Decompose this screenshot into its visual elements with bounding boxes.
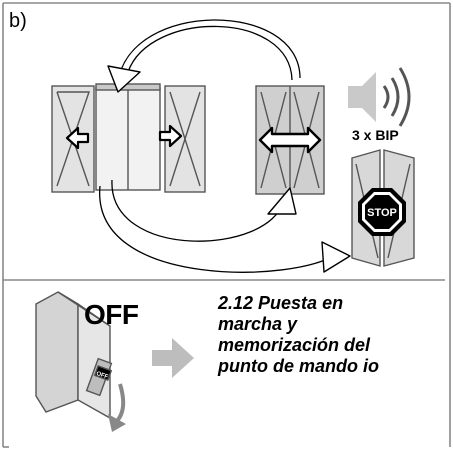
gate-open-left (51, 83, 206, 193)
caption-line: memorización del (218, 335, 371, 355)
curved-arrow-icon (99, 19, 337, 273)
sound-wave-icon (382, 67, 411, 127)
left-arrow-icon (65, 126, 90, 150)
caption-line: marcha y (218, 314, 298, 334)
right-arrow-icon (158, 124, 183, 148)
arrow-heads (107, 65, 351, 273)
caption-line: 2.12 Puesta en (218, 293, 344, 313)
speaker-icon (348, 72, 376, 122)
right-arrow-icon (152, 338, 194, 378)
curved-arrow-icon (108, 383, 126, 432)
step-caption: 2.12 Puesta en marcha y memorización del… (218, 293, 446, 377)
panel-label: b) (9, 10, 27, 32)
stop-sign-text: STOP (367, 207, 397, 219)
double-arrow-icon (258, 126, 322, 154)
stop-sign-icon: STOP (358, 188, 406, 236)
arrows-outward (65, 124, 183, 150)
circuit-breaker: OFF (35, 291, 113, 420)
caption-line: punto de mando io (218, 356, 379, 376)
breaker-state-label: OFF (84, 299, 139, 330)
beep-count-label: 3 x BIP (352, 127, 399, 143)
breaker-switch-text: OFF (95, 371, 109, 381)
